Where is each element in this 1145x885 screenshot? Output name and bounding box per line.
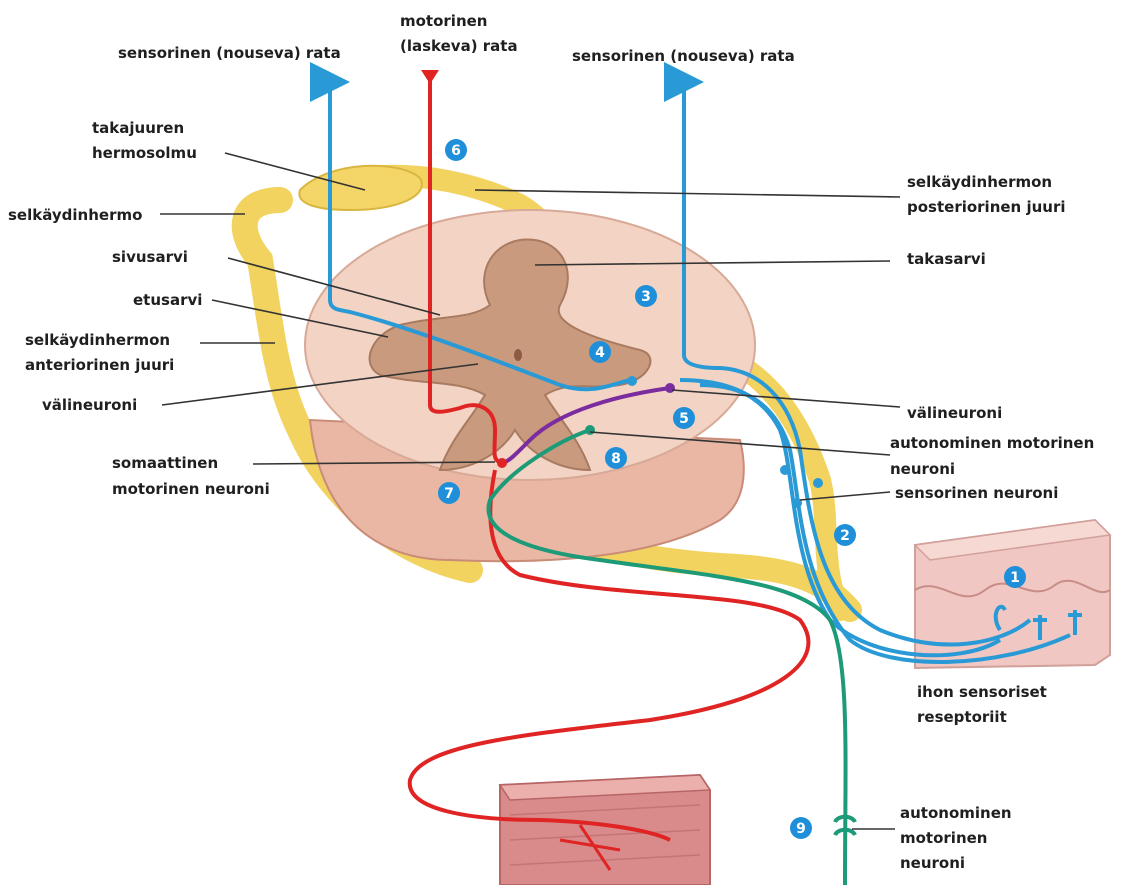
label-motor-descending-1: motorinen <box>400 12 487 30</box>
motor-tract-head <box>421 70 439 84</box>
label-somatic-motor-1: somaattinen <box>112 454 218 472</box>
svg-text:8: 8 <box>611 451 621 467</box>
marker-3: 3 <box>635 285 657 307</box>
label-autonomic-motor-bottom-3: neuroni <box>900 854 965 872</box>
label-dorsal-ganglion-2: hermosolmu <box>92 144 197 162</box>
marker-9: 9 <box>790 817 812 839</box>
svg-text:1: 1 <box>1010 570 1020 586</box>
label-dorsal-ganglion-1: takajuuren <box>92 119 184 137</box>
marker-4: 4 <box>589 341 611 363</box>
label-dorsal-horn: takasarvi <box>907 250 986 268</box>
dorsal-root-ganglion <box>299 166 422 210</box>
muscle-block <box>500 775 710 885</box>
label-posterior-root-1: selkäydinhermon <box>907 173 1052 191</box>
label-motor-descending-2: (laskeva) rata <box>400 37 518 55</box>
marker-1: 1 <box>1004 566 1026 588</box>
label-sensory-ascending-right: sensorinen (nouseva) rata <box>572 47 795 65</box>
label-skin-receptors-1: ihon sensoriset <box>917 683 1047 701</box>
label-autonomic-motor-bottom-1: autonominen <box>900 804 1012 822</box>
svg-text:9: 9 <box>796 821 806 837</box>
label-ventral-horn: etusarvi <box>133 291 202 309</box>
label-autonomic-motor-right-1: autonominen motorinen <box>890 434 1094 452</box>
label-sensory-ascending-left: sensorinen (nouseva) rata <box>118 44 341 62</box>
sensory-cell-body-3 <box>813 478 823 488</box>
label-sensory-neuron: sensorinen neuroni <box>895 484 1058 502</box>
label-skin-receptors-2: reseptoriit <box>917 708 1007 726</box>
label-autonomic-motor-bottom-2: motorinen <box>900 829 987 847</box>
svg-text:6: 6 <box>451 143 461 159</box>
marker-5: 5 <box>673 407 695 429</box>
label-interneuron-right: välineuroni <box>907 404 1002 422</box>
sensory-cell-body-1 <box>780 465 790 475</box>
svg-text:7: 7 <box>444 486 454 502</box>
marker-2: 2 <box>834 524 856 546</box>
svg-text:5: 5 <box>679 411 689 427</box>
svg-text:3: 3 <box>641 289 651 305</box>
label-autonomic-motor-right-2: neuroni <box>890 460 955 478</box>
label-anterior-root-1: selkäydinhermon <box>25 331 170 349</box>
label-posterior-root-2: posteriorinen juuri <box>907 198 1066 216</box>
svg-text:4: 4 <box>595 345 605 361</box>
svg-text:2: 2 <box>840 528 850 544</box>
label-somatic-motor-2: motorinen neuroni <box>112 480 270 498</box>
label-lateral-horn: sivusarvi <box>112 248 188 266</box>
marker-8: 8 <box>605 447 627 469</box>
label-spinal-nerve: selkäydinhermo <box>8 206 142 224</box>
marker-7: 7 <box>438 482 460 504</box>
label-anterior-root-2: anteriorinen juuri <box>25 356 174 374</box>
marker-6: 6 <box>445 139 467 161</box>
central-canal <box>514 349 522 361</box>
label-interneuron-left: välineuroni <box>42 396 137 414</box>
